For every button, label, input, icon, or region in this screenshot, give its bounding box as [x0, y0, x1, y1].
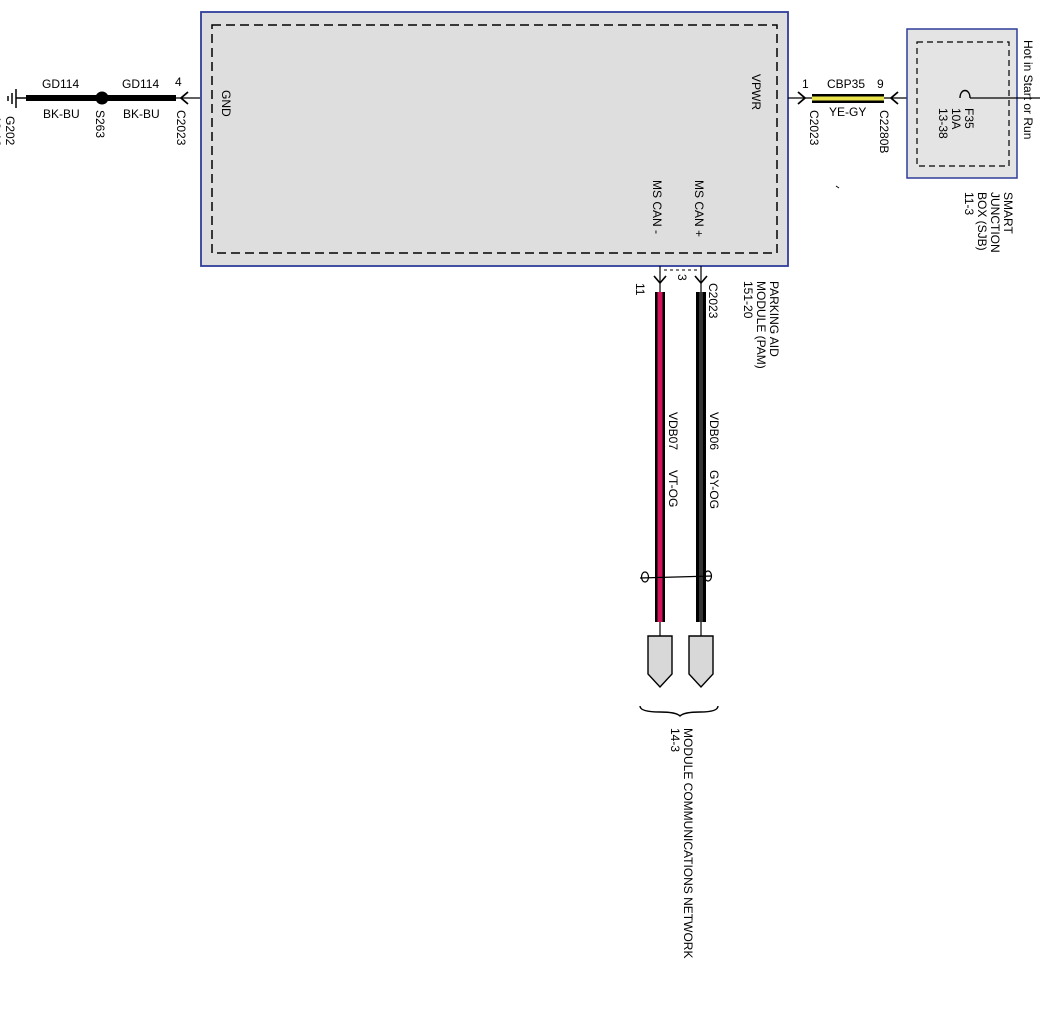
sjb-name-line3: BOX (SJB): [975, 192, 989, 251]
network-label: MODULE COMMUNICATIONS NETWORK: [681, 728, 695, 958]
module-ref: 151-20: [741, 281, 755, 319]
network-ref: 14-3: [668, 728, 682, 752]
smart-junction-box: F35 10A 13-38 Hot in Start or Run SMART …: [906, 28, 1040, 253]
splice-name: S263: [93, 110, 107, 138]
module-vpwr-label: VPWR: [749, 74, 763, 110]
parking-aid-module: GND VPWR MS CAN + MS CAN - PARKING AID M…: [200, 11, 789, 369]
ground-wire-right-circuit: GD114: [122, 77, 159, 91]
splice-dot: [95, 91, 109, 105]
power-connector: C2023: [807, 110, 821, 146]
can-minus-color: VT-OG: [666, 470, 680, 507]
ground-ref: 10-12: [0, 116, 3, 147]
can-minus-connector-icon: [647, 635, 673, 689]
module-name-line2: MODULE (PAM): [754, 281, 768, 369]
can-minus-pin: 11: [633, 283, 647, 296]
can-plus-pin: 3: [675, 274, 689, 281]
network-reference: MODULE COMMUNICATIONS NETWORK 14-3: [668, 728, 695, 958]
sjb-pin: 9: [877, 77, 884, 91]
power-circuit: CBP35: [827, 77, 865, 91]
can-minus-chevron-icon: [653, 275, 667, 285]
can-plus-chevron-icon: [694, 275, 708, 285]
sjb-ref: 11-3: [962, 192, 976, 215]
can-plus-connector-icon: [688, 635, 714, 689]
fuse-name: F35: [962, 108, 976, 129]
ground-pin: 4: [175, 75, 182, 89]
sjb-name-line2: JUNCTION: [988, 192, 1002, 253]
network-brace-icon: [639, 705, 719, 717]
ground-connector: C2023: [174, 110, 188, 146]
can-plus-circuit: VDB06: [707, 412, 721, 450]
module-ms-can-minus: MS CAN -: [650, 180, 664, 234]
sjb-name-line1: SMART: [1001, 192, 1015, 234]
ground-section: GD114 BK-BU GD114 BK-BU 4 G202 10-12 S26…: [0, 75, 200, 147]
can-minus-circuit: VDB07: [666, 412, 680, 450]
fuse-ref: 13-38: [936, 108, 950, 139]
fuse-symbol-icon: [959, 89, 971, 99]
module-ms-can-plus: MS CAN +: [692, 180, 706, 237]
ground-name: G202: [3, 116, 17, 146]
power-connector-chevron-icon: [797, 91, 807, 105]
ground-symbol-icon: [7, 89, 17, 108]
ground-wire-left-circuit: GD114: [42, 77, 79, 91]
twisted-pair-icon: [639, 570, 713, 583]
power-pin: 1: [802, 77, 809, 91]
ground-wire-left-color: BK-BU: [43, 107, 80, 121]
power-color: YE-GY: [829, 105, 866, 119]
ground-wire-right: [106, 95, 176, 101]
module-gnd-label: GND: [219, 90, 233, 117]
sjb-connector: C2280B: [877, 110, 891, 153]
fuse-amps: 10A: [949, 108, 963, 129]
hot-in-start-label: Hot in Start or Run: [1021, 40, 1035, 139]
stray-mark: [835, 185, 840, 189]
can-wires-section: 11 3 C2023 VDB06 GY-OG VDB07 VT-OG: [633, 266, 721, 717]
ground-wire-right-color: BK-BU: [123, 107, 160, 121]
can-plus-color: GY-OG: [707, 470, 721, 509]
can-connector: C2023: [706, 283, 720, 319]
ground-wire-left: [26, 95, 98, 101]
module-name-line1: PARKING AID: [767, 281, 781, 357]
